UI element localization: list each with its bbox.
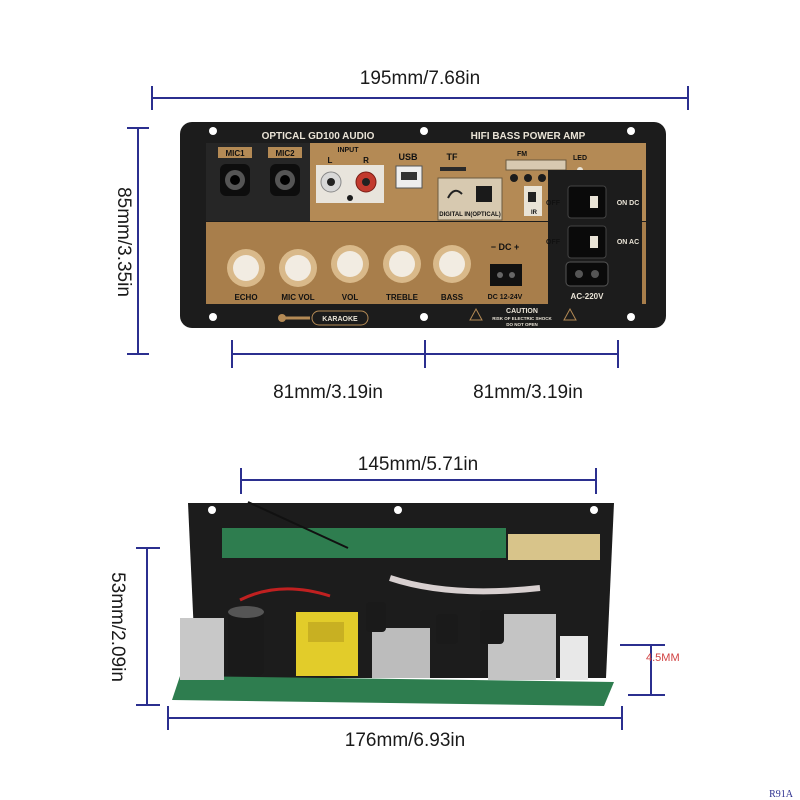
- top-height-label: 85mm/3.35in: [113, 187, 134, 297]
- knob-label-mic-vol: MIC VOL: [281, 293, 314, 302]
- caution-sub2: DO NOT OPEN: [506, 322, 538, 327]
- tf-slot: [440, 167, 466, 171]
- dc-rocker-switch: [567, 185, 607, 219]
- dc-connector: [490, 264, 522, 286]
- knob-vol: [331, 245, 369, 283]
- mic1-label: MIC1: [225, 149, 245, 158]
- caution-label: CAUTION: [506, 308, 538, 315]
- center-heatsink: [372, 628, 430, 678]
- amplifier-back-view: [172, 501, 614, 706]
- knob-echo: [227, 249, 265, 287]
- inner-width-label: 145mm/5.71in: [358, 454, 478, 475]
- capacitor-4: [480, 610, 504, 644]
- input-label: INPUT: [338, 147, 360, 154]
- main-pcb: [172, 676, 614, 706]
- watermark: R91A: [769, 789, 794, 800]
- rca-left-jack: [320, 171, 342, 193]
- panel-right-title: HIFI BASS POWER AMP: [471, 131, 586, 142]
- led-label: LED: [573, 155, 587, 162]
- knob-label-treble: TREBLE: [386, 293, 419, 302]
- transformer: [296, 612, 358, 676]
- off-ac-label: OFF: [546, 239, 561, 246]
- dc-sign-label: − DC +: [491, 242, 520, 252]
- ac-label: AC-220V: [571, 292, 605, 301]
- knob-mic-vol: [279, 249, 317, 287]
- mic2-jack: [270, 164, 300, 196]
- rca-right-jack: [355, 171, 377, 193]
- karaoke-badge: KARAOKE: [278, 310, 369, 326]
- optical-port: [476, 186, 492, 202]
- off-dc-label: OFF: [546, 200, 561, 207]
- mic1-jack: [220, 164, 250, 196]
- switch-pcb: [508, 534, 600, 560]
- ac-rocker-switch: [567, 225, 607, 259]
- amplifier-front-panel: OPTICAL GD100 AUDIO HIFI BASS POWER AMP …: [180, 122, 666, 328]
- fm-label: FM: [517, 151, 527, 158]
- left-half-label: 81mm/3.19in: [273, 382, 383, 403]
- output-connector: [560, 636, 588, 680]
- right-half-label: 81mm/3.19in: [473, 382, 583, 403]
- karaoke-label: KARAOKE: [322, 316, 358, 323]
- panel-left-title: OPTICAL GD100 AUDIO: [262, 131, 375, 142]
- thickness-label: 4.5MM: [646, 652, 680, 664]
- usb-label: USB: [398, 152, 418, 162]
- capacitor-3: [436, 614, 458, 644]
- ir-label: IR: [531, 210, 538, 216]
- knob-label-bass: BASS: [441, 293, 464, 302]
- caution-sub1: RISK OF ELECTRIC SHOCK: [492, 316, 552, 321]
- top-width-dimension: [151, 86, 689, 110]
- knob-treble: [383, 245, 421, 283]
- red-wire: [239, 587, 331, 602]
- mic2-label: MIC2: [275, 149, 295, 158]
- bottom-height-dimension: [136, 547, 160, 706]
- top-width-label: 195mm/7.68in: [360, 68, 480, 89]
- ac-socket: [565, 261, 609, 287]
- main-capacitor: [228, 612, 264, 676]
- dc-label: DC 12-24V: [488, 294, 523, 301]
- control-pcb: [222, 528, 506, 558]
- knob-label-echo: ECHO: [234, 293, 257, 302]
- input-l-label: L: [328, 156, 333, 165]
- capacitor-2: [366, 602, 386, 632]
- knob-bass: [433, 245, 471, 283]
- bottom-width-dimension: [167, 706, 623, 730]
- left-heatsink: [180, 618, 224, 680]
- antenna-wire: [247, 501, 349, 549]
- thickness-dimension: [620, 644, 665, 696]
- bottom-width-label: 176mm/6.93in: [345, 730, 465, 751]
- on-ac-label: ON AC: [617, 239, 639, 246]
- digital-in-label: DIGITAL IN(OPTICAL): [439, 212, 500, 218]
- inner-width-dimension: [240, 468, 597, 494]
- mounting-holes: [209, 127, 635, 321]
- knob-label-vol: VOL: [342, 293, 359, 302]
- ribbon-cable: [389, 575, 541, 595]
- top-height-dimension: [127, 127, 149, 355]
- tf-label: TF: [447, 152, 458, 162]
- control-button-strip: [505, 159, 567, 171]
- input-r-label: R: [363, 156, 369, 165]
- caution-warning: CAUTION RISK OF ELECTRIC SHOCK DO NOT OP…: [469, 307, 577, 327]
- on-dc-label: ON DC: [617, 200, 640, 207]
- optical-icon: [447, 189, 463, 199]
- bottom-height-label: 53mm/2.09in: [107, 572, 128, 682]
- half-width-dimensions: [231, 340, 619, 368]
